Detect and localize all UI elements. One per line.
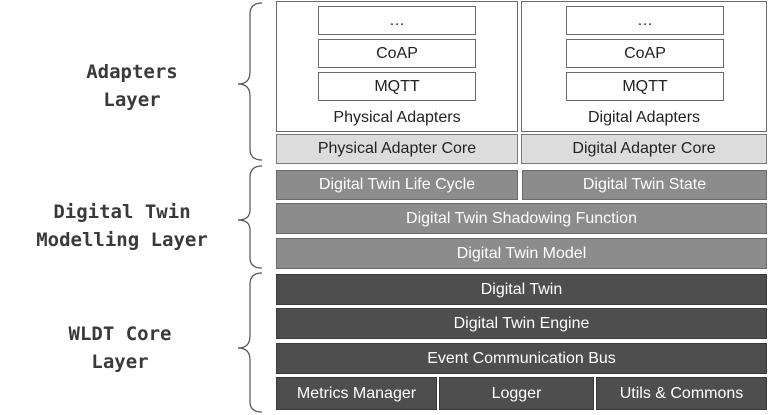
utils-and-commons: Utils & Commons	[596, 377, 767, 410]
digital-twin-state: Digital Twin State	[522, 170, 767, 200]
adapters-layer-label-line1: Adapters	[86, 61, 178, 83]
adapters-brace	[237, 2, 263, 161]
physical-adapters-container: … CoAP MQTT Physical Adapters	[276, 1, 518, 132]
modelling-brace	[237, 165, 263, 269]
digital-protocol-ellipsis: …	[566, 6, 724, 35]
adapters-layer-label: Adapters Layer	[58, 58, 206, 114]
metrics-manager: Metrics Manager	[276, 377, 437, 410]
digital-twin-shadowing-function: Digital Twin Shadowing Function	[276, 203, 767, 234]
logger: Logger	[439, 377, 594, 410]
digital-twin-model: Digital Twin Model	[276, 238, 767, 269]
modelling-layer-label: Digital Twin Modelling Layer	[6, 198, 238, 254]
physical-protocol-mqtt: MQTT	[318, 72, 476, 101]
digital-twin: Digital Twin	[276, 274, 767, 305]
digital-protocol-mqtt: MQTT	[566, 72, 724, 101]
core-brace	[237, 272, 263, 413]
core-layer-label-line1: WLDT Core	[68, 323, 172, 345]
adapters-layer-label-line2: Layer	[103, 89, 161, 111]
digital-adapters-label: Digital Adapters	[587, 109, 701, 126]
digital-adapter-core: Digital Adapter Core	[521, 134, 767, 164]
physical-adapter-core: Physical Adapter Core	[276, 134, 518, 164]
digital-twin-life-cycle: Digital Twin Life Cycle	[276, 170, 518, 200]
physical-adapters-label: Physical Adapters	[333, 109, 461, 126]
physical-protocol-coap: CoAP	[318, 39, 476, 68]
core-layer-label-line2: Layer	[91, 351, 149, 373]
digital-protocol-coap: CoAP	[566, 39, 724, 68]
digital-adapters-container: … CoAP MQTT Digital Adapters	[521, 1, 767, 132]
digital-twin-engine: Digital Twin Engine	[276, 308, 767, 339]
modelling-layer-label-line1: Digital Twin	[53, 201, 191, 223]
modelling-layer-label-line2: Modelling Layer	[36, 229, 208, 251]
core-layer-label: WLDT Core Layer	[30, 320, 210, 376]
event-communication-bus: Event Communication Bus	[276, 343, 767, 374]
physical-protocol-ellipsis: …	[318, 6, 476, 35]
